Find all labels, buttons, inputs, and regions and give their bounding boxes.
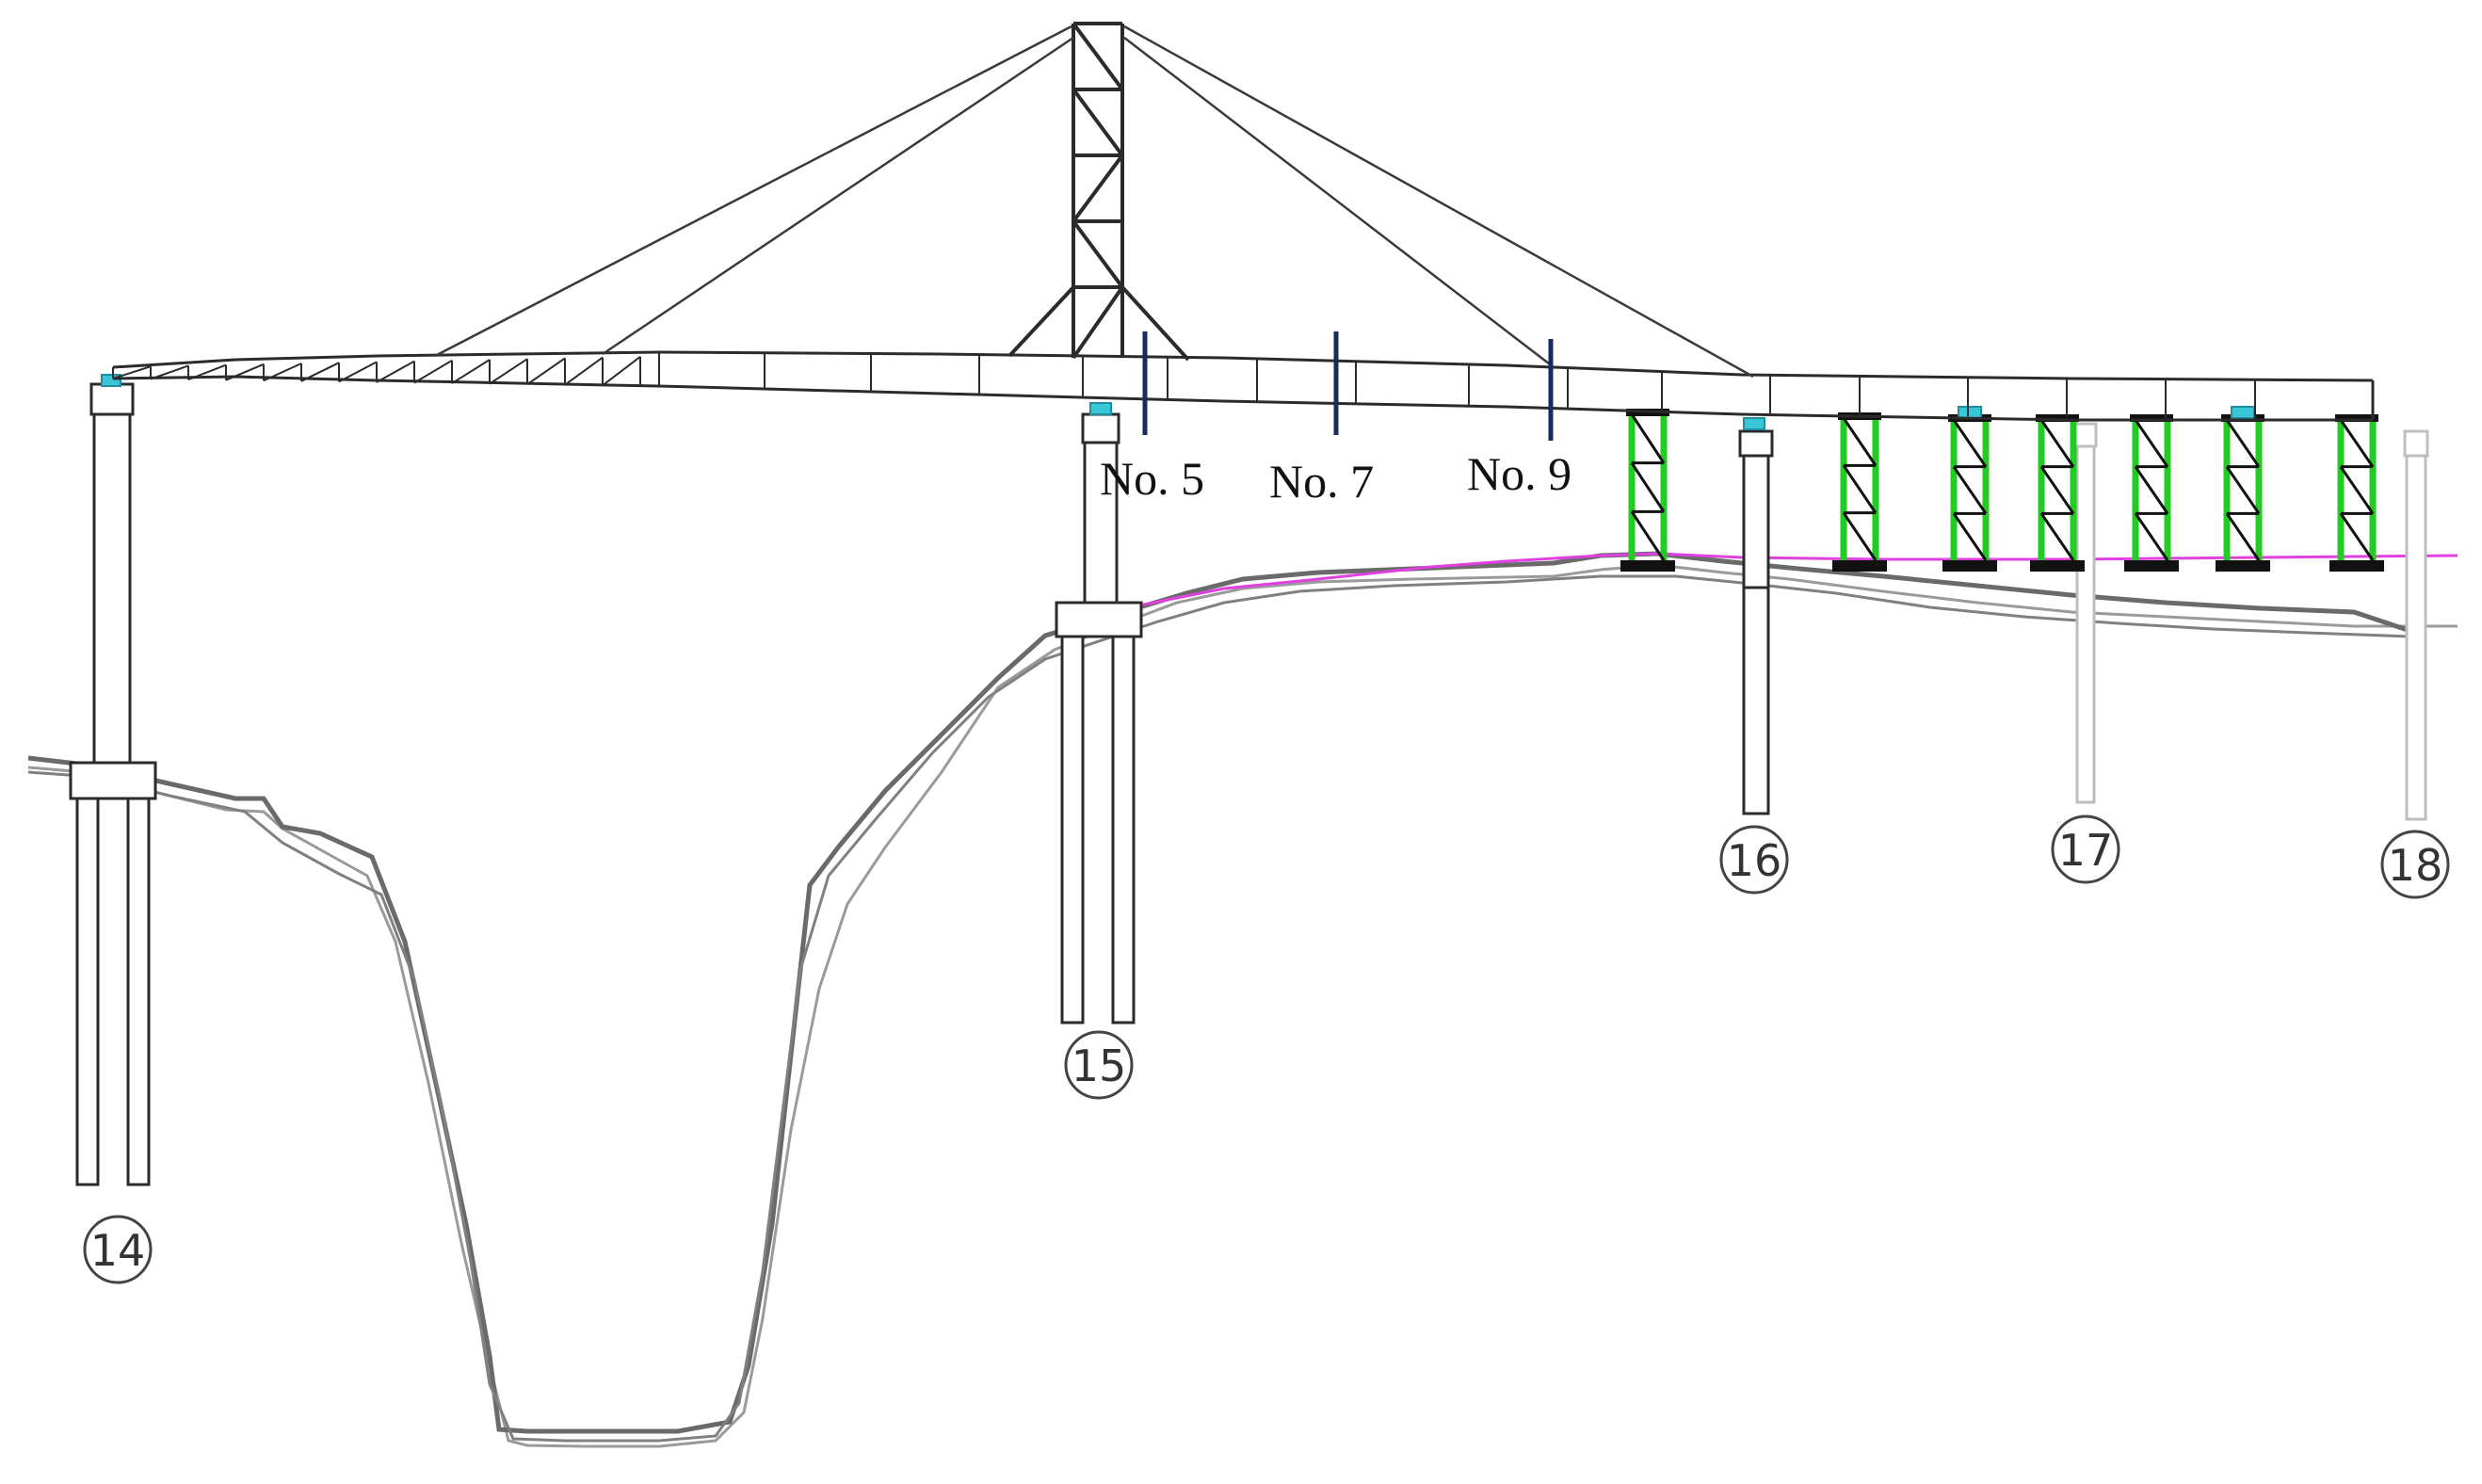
pier-18-column bbox=[2405, 454, 2427, 821]
temporary-support bbox=[2124, 414, 2179, 572]
pier-15 bbox=[1055, 412, 1143, 1024]
support-base bbox=[1942, 560, 1997, 572]
bearing-pier-16 bbox=[1743, 417, 1765, 430]
truss-diagonal bbox=[526, 357, 566, 385]
pylon-brace-left bbox=[1007, 285, 1075, 358]
terrain-line-outer bbox=[27, 563, 2458, 1448]
truss-diagonal bbox=[602, 356, 641, 387]
section-markers bbox=[1142, 331, 1554, 441]
pier-15-pile-left bbox=[1060, 635, 1085, 1024]
cable-right-1 bbox=[1123, 37, 1555, 368]
temporary-supports bbox=[1620, 406, 2384, 572]
pier-label-16: 16 bbox=[1727, 835, 1782, 886]
truss-diagonal bbox=[112, 365, 152, 379]
stay-cables bbox=[434, 24, 1754, 379]
truss-diagonal bbox=[263, 363, 302, 382]
pier-16-cap bbox=[1738, 429, 1774, 458]
temporary-support bbox=[1832, 412, 1887, 572]
pier-18 bbox=[2403, 429, 2429, 821]
deck-truss-bottom bbox=[112, 375, 660, 388]
pier-label-15: 15 bbox=[1072, 1040, 1127, 1091]
pier-16-pile bbox=[1742, 586, 1770, 815]
pier-15-pile-right bbox=[1111, 635, 1136, 1024]
pier-15-cap bbox=[1081, 412, 1120, 444]
temporary-support bbox=[1620, 409, 1675, 572]
pier-17 bbox=[2073, 422, 2098, 804]
cable-left-1 bbox=[434, 24, 1072, 358]
deck-bottom-chord bbox=[658, 384, 2373, 422]
pier-14-column bbox=[92, 392, 132, 765]
truss-diagonal bbox=[150, 364, 189, 380]
pier-15-pilecap bbox=[1055, 601, 1143, 638]
truss-diagonal bbox=[489, 358, 528, 385]
truss-diagonal bbox=[413, 359, 453, 384]
pier-marker-14: 14 bbox=[83, 1215, 153, 1284]
deck-truss-web bbox=[112, 356, 641, 387]
pier-17-column bbox=[2075, 444, 2096, 804]
pier-label-17: 17 bbox=[2058, 825, 2114, 876]
deck-segment-joints bbox=[658, 352, 2374, 420]
pier-16-column bbox=[1742, 454, 1770, 589]
section-label-no9: No. 9 bbox=[1467, 447, 1571, 500]
pier-18-cap bbox=[2403, 429, 2429, 458]
truss-diagonal bbox=[187, 363, 227, 381]
truss-diagonal bbox=[376, 360, 415, 383]
section-label-no5: No. 5 bbox=[1100, 452, 1204, 505]
truss-diagonal bbox=[225, 363, 265, 381]
pylon bbox=[1007, 22, 1190, 362]
section-label-no7: No. 7 bbox=[1269, 455, 1374, 508]
support-base bbox=[1620, 560, 1675, 572]
support-base bbox=[2124, 560, 2179, 572]
terrain-line-middle bbox=[27, 574, 2411, 1443]
pier-label-18: 18 bbox=[2388, 840, 2443, 891]
pier-17-cap bbox=[2073, 422, 2098, 448]
temporary-support bbox=[2030, 414, 2085, 572]
pier-marker-17: 17 bbox=[2051, 815, 2120, 884]
temporary-support bbox=[1942, 414, 1997, 572]
pier-marker-15: 15 bbox=[1064, 1030, 1134, 1100]
pier-14-pile-left bbox=[75, 797, 100, 1186]
pier-label-14: 14 bbox=[90, 1225, 146, 1276]
pier-16 bbox=[1738, 429, 1774, 815]
support-base bbox=[2329, 560, 2384, 572]
pier-marker-18: 18 bbox=[2380, 830, 2450, 899]
pylon-brace-right bbox=[1120, 285, 1190, 362]
truss-diagonal bbox=[564, 356, 604, 386]
truss-diagonal bbox=[338, 361, 378, 383]
pier-marker-16: 16 bbox=[1719, 825, 1789, 895]
support-base bbox=[2030, 560, 2085, 572]
terrain-profiles bbox=[27, 551, 2458, 1448]
pier-14 bbox=[69, 382, 157, 1186]
deck-truss-top bbox=[112, 350, 660, 369]
terrain-line-inner bbox=[27, 551, 2411, 1434]
temporary-support bbox=[2329, 414, 2384, 572]
truss-diagonal bbox=[451, 359, 491, 384]
pier-14-pile-right bbox=[126, 797, 151, 1186]
bearing-pier-15 bbox=[1089, 402, 1112, 415]
cable-right-2 bbox=[1123, 24, 1754, 379]
cable-left-2 bbox=[602, 36, 1074, 356]
support-base bbox=[1832, 560, 1887, 572]
support-base bbox=[2216, 560, 2270, 572]
bearing bbox=[1958, 406, 1982, 419]
bearing bbox=[2231, 406, 2255, 419]
pier-14-cap bbox=[89, 382, 135, 416]
deck-top-chord bbox=[658, 350, 2374, 382]
truss-diagonal bbox=[300, 362, 340, 382]
pier-14-pilecap bbox=[69, 761, 157, 800]
temporary-support bbox=[2216, 414, 2270, 572]
